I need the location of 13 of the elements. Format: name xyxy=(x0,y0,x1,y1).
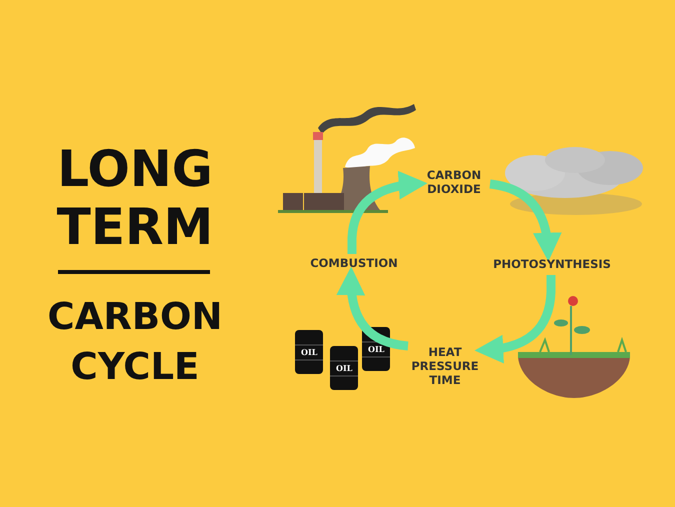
curved-arrow xyxy=(337,266,409,350)
barrel-label: OIL xyxy=(368,344,384,354)
barrel-label: OIL xyxy=(336,363,352,373)
barrel-label: OIL xyxy=(301,347,318,357)
cycle-stage-label: CARBON DIOXIDE xyxy=(420,168,488,196)
subtitle: CARBON CYCLE xyxy=(46,294,224,390)
cycle-stage-label: COMBUSTION xyxy=(306,256,402,270)
cycle-stage-label: HEAT PRESSURE TIME xyxy=(410,345,480,387)
curved-arrow xyxy=(474,275,556,363)
title: LONG TERM xyxy=(56,140,214,256)
curved-arrow xyxy=(489,180,562,262)
cycle-stage-label: PHOTOSYNTHESIS xyxy=(490,257,614,271)
curved-arrow xyxy=(348,171,428,254)
